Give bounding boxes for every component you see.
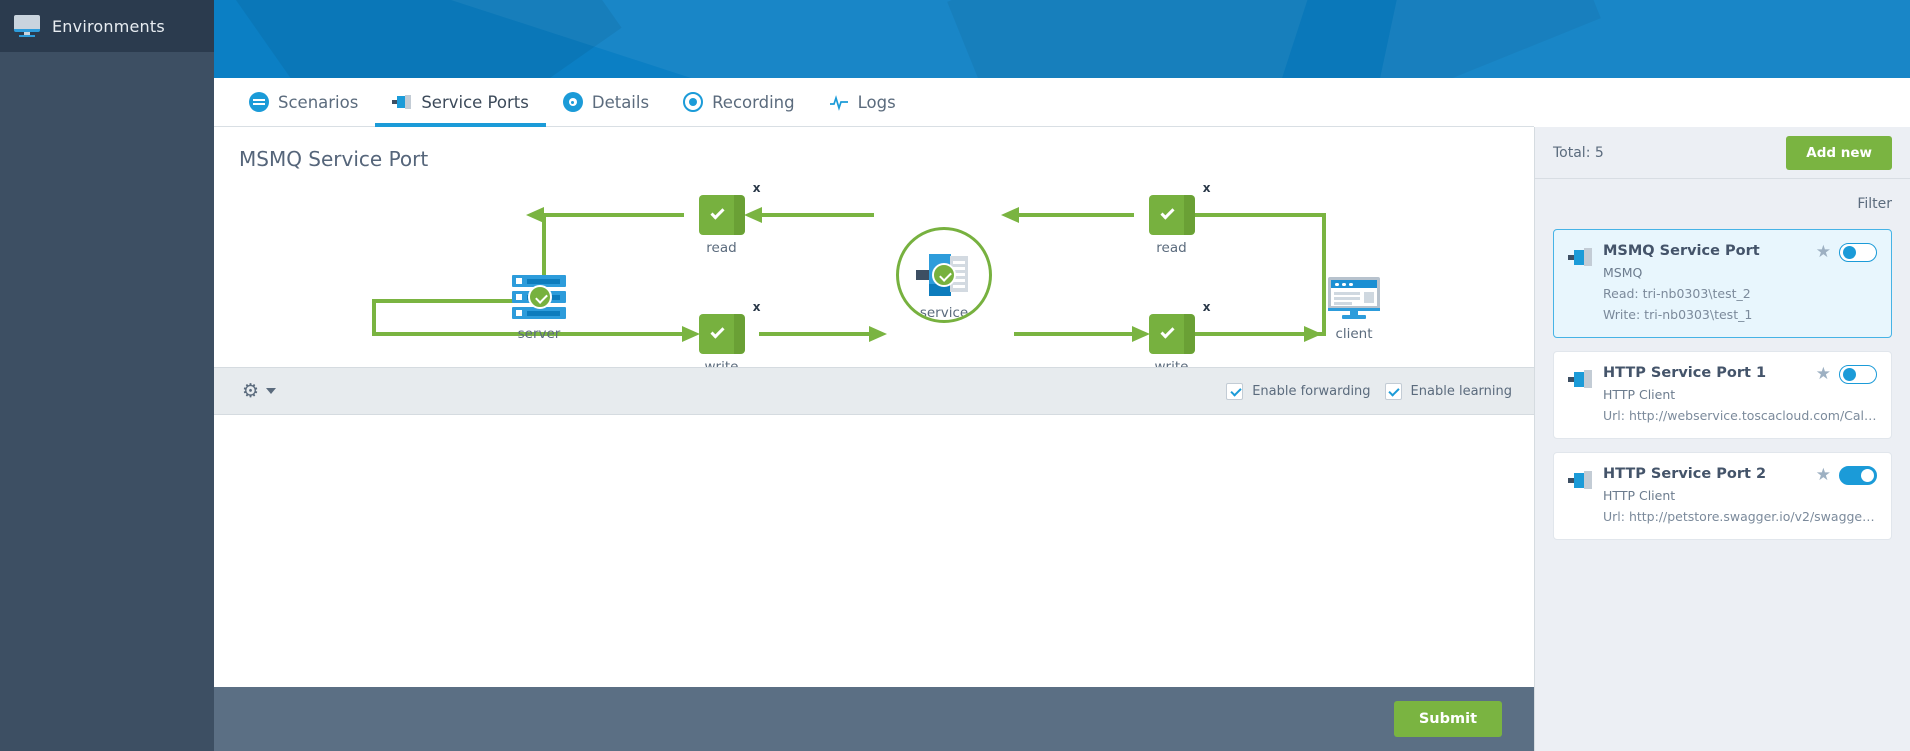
diagram-pane: MSMQ Service Port — [214, 127, 1534, 375]
list-item-subtitle: HTTP Client — [1603, 488, 1676, 503]
option-bar-right: Enable forwarding Enable learning — [1226, 382, 1534, 400]
list-item-detail: Read: tri-nb0303\test_2 — [1603, 286, 1751, 301]
bottom-bar: Submit — [214, 687, 1534, 751]
gear-circle-icon — [562, 92, 583, 112]
tab-bar: Scenarios Service Ports Details Recordin… — [214, 78, 1534, 127]
client-icon — [1328, 277, 1380, 321]
list-item-title: HTTP Service Port 2 — [1603, 466, 1767, 482]
list-item-subtitle: MSMQ — [1603, 265, 1643, 280]
node-server-label: server — [517, 326, 561, 342]
remove-icon[interactable]: x — [752, 181, 761, 195]
favorite-star-icon[interactable]: ★ — [1815, 242, 1831, 262]
tab-service-ports-label: Service Ports — [421, 92, 529, 112]
favorite-star-icon[interactable]: ★ — [1815, 364, 1831, 384]
tab-details-label: Details — [591, 92, 650, 112]
service-port-icon — [1568, 469, 1592, 491]
service-port-icon — [1568, 368, 1592, 390]
check-badge-icon — [528, 285, 552, 309]
settings-dropdown-button[interactable]: ⚙ — [242, 379, 277, 402]
list-item-title: MSMQ Service Port — [1603, 243, 1760, 259]
list-item-subtitle: HTTP Client — [1603, 387, 1676, 402]
tab-logs[interactable]: Logs — [812, 78, 913, 126]
queue-icon: x — [1148, 181, 1211, 235]
node-read-right-label: read — [1156, 240, 1187, 256]
node-write-left[interactable]: x write — [684, 300, 761, 375]
rail-header[interactable]: Environments — [0, 0, 214, 52]
chevron-down-icon — [266, 388, 277, 394]
left-rail: Environments — [0, 0, 214, 751]
remove-icon[interactable]: x — [1202, 181, 1211, 195]
service-port-icon — [392, 92, 412, 112]
panel-header: Total: 5 Add new — [1535, 127, 1910, 179]
enable-toggle[interactable] — [1839, 243, 1877, 262]
rail-title: Environments — [52, 16, 165, 36]
node-service[interactable]: service — [824, 227, 1064, 323]
node-client[interactable]: client — [1299, 277, 1409, 342]
list-item[interactable]: HTTP Service Port 2 HTTP Client Url: htt… — [1553, 452, 1892, 540]
gear-icon: ⚙ — [242, 379, 260, 402]
check-badge-icon — [932, 263, 956, 287]
checkbox-enable-learning-label: Enable learning — [1410, 383, 1512, 399]
remove-icon[interactable]: x — [1202, 300, 1211, 314]
tab-recording[interactable]: Recording — [666, 78, 812, 126]
filter-label: Filter — [1857, 196, 1892, 212]
remove-icon[interactable]: x — [752, 300, 761, 314]
tab-scenarios[interactable]: Scenarios — [232, 78, 375, 126]
list-item-detail: Write: tri-nb0303\test_1 — [1603, 307, 1753, 322]
list-item[interactable]: HTTP Service Port 1 HTTP Client Url: htt… — [1553, 351, 1892, 439]
record-icon — [683, 92, 704, 112]
favorite-star-icon[interactable]: ★ — [1815, 465, 1831, 485]
list-item[interactable]: MSMQ Service Port MSMQ Read: tri-nb0303\… — [1553, 229, 1892, 338]
service-circle — [896, 227, 992, 323]
checkbox-enable-forwarding-box[interactable] — [1226, 382, 1244, 400]
node-read-left[interactable]: x read — [684, 181, 761, 256]
service-icon — [916, 254, 972, 296]
service-port-icon — [1568, 246, 1592, 268]
checkbox-enable-forwarding[interactable]: Enable forwarding — [1226, 382, 1371, 400]
service-port-list: MSMQ Service Port MSMQ Read: tri-nb0303\… — [1535, 229, 1910, 540]
tab-scenarios-label: Scenarios — [278, 92, 359, 112]
service-port-list-panel: Total: 5 Add new Filter MSMQ Service Por… — [1534, 127, 1910, 751]
checkbox-enable-learning-box[interactable] — [1384, 382, 1402, 400]
node-read-left-label: read — [706, 240, 737, 256]
enable-toggle[interactable] — [1839, 365, 1877, 384]
monitor-icon — [14, 15, 40, 37]
checkbox-enable-forwarding-label: Enable forwarding — [1252, 383, 1371, 399]
scenarios-icon — [249, 92, 269, 112]
enable-toggle[interactable] — [1839, 466, 1877, 485]
option-bar: ⚙ Enable forwarding Enable learning — [214, 367, 1534, 415]
node-client-label: client — [1335, 326, 1373, 342]
node-server[interactable]: server — [484, 275, 594, 342]
tab-details[interactable]: Details — [546, 78, 666, 126]
total-count-label: Total: 5 — [1553, 144, 1604, 161]
queue-icon: x — [698, 300, 761, 354]
queue-icon: x — [1148, 300, 1211, 354]
pulse-icon — [829, 92, 849, 112]
tab-logs-label: Logs — [857, 92, 896, 112]
tab-service-ports[interactable]: Service Ports — [375, 78, 546, 127]
main-canvas: MSMQ Service Port — [214, 127, 1534, 687]
list-item-title: HTTP Service Port 1 — [1603, 365, 1767, 381]
filter-button[interactable]: Filter — [1535, 179, 1910, 229]
server-icon — [512, 275, 566, 321]
diagram-connectors — [372, 207, 1326, 342]
list-item-detail: Url: http://webservice.toscacloud.com/Ca… — [1603, 408, 1877, 423]
node-read-right[interactable]: x read — [1134, 181, 1211, 256]
page-title: MSMQ Service Port — [239, 147, 429, 171]
queue-icon: x — [698, 181, 761, 235]
add-new-button[interactable]: Add new — [1786, 135, 1892, 170]
node-write-right[interactable]: x write — [1134, 300, 1211, 375]
list-item-detail: Url: http://petstore.swagger.io/v2/swagg… — [1603, 509, 1877, 524]
tab-recording-label: Recording — [712, 92, 795, 112]
top-banner — [214, 0, 1910, 78]
checkbox-enable-learning[interactable]: Enable learning — [1384, 382, 1512, 400]
submit-button[interactable]: Submit — [1393, 701, 1502, 737]
